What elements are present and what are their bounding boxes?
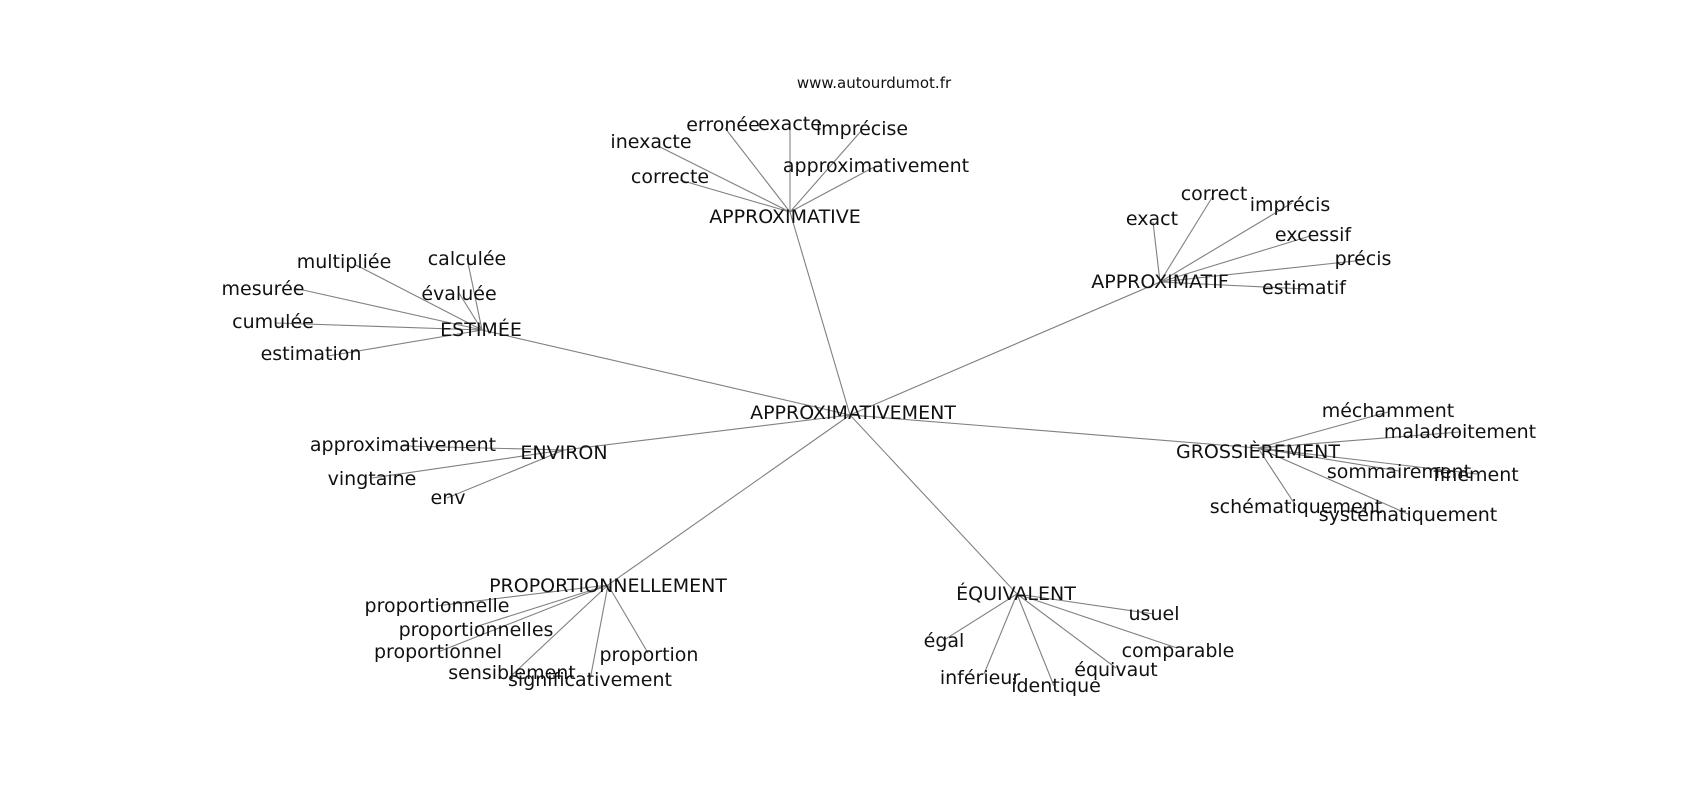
leaf-label-identique: identique: [1011, 675, 1101, 697]
edge-equivalent-to-inferieur: [983, 593, 1018, 675]
leaf-label-maladroitement: maladroitement: [1384, 421, 1536, 443]
edge-center-to-approximative: [789, 211, 851, 416]
leaf-label-correcte: correcte: [631, 166, 709, 188]
center-node-label: APPROXIMATIVEMENT: [750, 402, 956, 424]
edge-grossierement-to-finement: [1257, 447, 1478, 475]
hub-label-proportionnellement: PROPORTIONNELLEMENT: [489, 575, 727, 597]
leaf-label-calculee: calculée: [428, 248, 507, 270]
leaf-label-egal: égal: [924, 630, 965, 652]
leaf-label-mesuree: mesurée: [222, 278, 305, 300]
leaf-label-multipliee: multipliée: [297, 251, 392, 273]
edge-approximatif-to-exact: [1152, 221, 1161, 283]
edge-grossierement-to-maladroitement: [1257, 431, 1461, 449]
leaf-label-approximativement: approximativement: [310, 434, 496, 456]
edge-proportionnellement-to-sensiblement: [511, 584, 609, 676]
edge-grossierement-to-sommairement: [1257, 447, 1400, 472]
leaf-label-sommairement: sommairement: [1327, 461, 1471, 483]
leaf-label-approximativement: approximativement: [783, 155, 969, 177]
edge-equivalent-to-identique: [1016, 593, 1055, 687]
leaf-label-exacte: exacte: [758, 113, 822, 135]
edge-approximatif-to-excessif: [1159, 235, 1311, 283]
edge-approximative-to-erronee: [724, 127, 791, 213]
leaf-label-significativement: significativement: [508, 669, 672, 691]
edge-proportionnellement-to-proportionnel: [437, 584, 609, 653]
edge-center-to-estimee: [481, 329, 851, 416]
leaf-label-proportion: proportion: [600, 644, 699, 666]
edge-approximatif-to-precis: [1159, 259, 1365, 283]
hub-label-approximative: APPROXIMATIVE: [709, 206, 861, 228]
leaf-label-schematiquement: schématiquement: [1210, 496, 1382, 518]
edge-approximatif-to-correct: [1159, 195, 1214, 283]
edge-equivalent-to-comparable: [1016, 593, 1178, 649]
edge-estimee-to-cumulee: [275, 322, 483, 331]
graph-labels: www.autourdumot.fr APPROXIMATIVEMENT APP…: [222, 74, 1537, 697]
leaf-label-sensiblement: sensiblement: [448, 662, 576, 684]
edge-environ-to-approximativement: [402, 445, 565, 451]
hub-label-environ: ENVIRON: [520, 442, 607, 464]
source-url: www.autourdumot.fr: [797, 74, 952, 92]
leaf-label-mechamment: méchamment: [1322, 400, 1455, 422]
edge-approximative-to-imprecise: [789, 129, 863, 213]
leaf-label-precis: précis: [1335, 248, 1392, 270]
leaf-label-estimation: estimation: [261, 343, 362, 365]
edge-approximative-to-correcte: [679, 179, 791, 213]
leaf-label-vingtaine: vingtaine: [328, 468, 417, 490]
leaf-label-comparable: comparable: [1122, 640, 1235, 662]
edge-center-to-proportionnellement: [607, 414, 851, 586]
edge-center-to-equivalent: [849, 414, 1018, 595]
leaf-label-imprecis: imprécis: [1250, 194, 1331, 216]
leaf-label-proportionnelle: proportionnelle: [365, 595, 510, 617]
leaf-label-exact: exact: [1126, 208, 1178, 230]
hub-label-grossierement: GROSSIÈREMENT: [1176, 440, 1340, 463]
edge-estimee-to-estimation: [327, 329, 483, 357]
leaf-label-env: env: [431, 487, 466, 509]
leaf-label-inferieur: inférieur: [940, 667, 1021, 689]
leaf-label-correct: correct: [1181, 183, 1248, 205]
leaf-label-erronee: erronée: [686, 114, 760, 136]
leaf-label-usuel: usuel: [1129, 603, 1180, 625]
edge-center-to-environ: [563, 414, 851, 451]
edge-proportionnellement-to-significativement: [589, 584, 609, 681]
leaf-label-excessif: excessif: [1275, 224, 1352, 246]
edge-center-to-grossierement: [849, 414, 1259, 449]
edge-environ-to-vingtaine: [371, 449, 565, 479]
leaf-label-equivaut: équivaut: [1074, 659, 1157, 681]
edge-estimee-to-calculee: [466, 257, 483, 331]
edge-environ-to-env: [446, 449, 565, 499]
leaf-label-evaluee: évaluée: [421, 283, 496, 305]
graph-edges: [275, 127, 1478, 687]
edge-estimee-to-evaluee: [458, 292, 483, 331]
leaf-label-systematiquement: systématiquement: [1319, 504, 1498, 526]
edge-grossierement-to-mechamment: [1257, 411, 1389, 449]
hub-label-equivalent: ÉQUIVALENT: [956, 582, 1076, 605]
edge-center-to-approximatif: [849, 281, 1161, 416]
leaf-label-cumulee: cumulée: [232, 311, 314, 333]
edge-approximative-to-approximativement: [789, 165, 877, 213]
edge-equivalent-to-egal: [943, 593, 1018, 641]
leaf-label-inexacte: inexacte: [610, 131, 691, 153]
edge-proportionnellement-to-proportionnelles: [474, 584, 609, 628]
edge-equivalent-to-equivaut: [1016, 593, 1117, 669]
edge-estimee-to-multipliee: [355, 264, 483, 331]
hub-label-estimee: ESTIMÉE: [440, 318, 522, 341]
hub-label-approximatif: APPROXIMATIF: [1091, 271, 1229, 293]
leaf-label-finement: finement: [1433, 464, 1518, 486]
leaf-label-proportionnel: proportionnel: [374, 641, 502, 663]
edge-approximative-to-inexacte: [659, 146, 791, 213]
edge-approximatif-to-imprecis: [1159, 202, 1293, 283]
edge-equivalent-to-usuel: [1016, 593, 1155, 615]
edge-estimee-to-mesuree: [293, 287, 483, 331]
leaf-label-estimatif: estimatif: [1262, 277, 1347, 299]
edge-proportionnellement-to-proportion: [607, 584, 649, 654]
leaf-label-imprecise: imprécise: [816, 118, 908, 140]
edge-proportionnellement-to-proportionnelle: [435, 584, 609, 607]
edge-grossierement-to-schematiquement: [1257, 447, 1297, 507]
edge-grossierement-to-systematiquement: [1257, 447, 1409, 515]
edge-approximatif-to-estimatif: [1159, 281, 1307, 290]
leaf-label-proportionnelles: proportionnelles: [399, 619, 554, 641]
